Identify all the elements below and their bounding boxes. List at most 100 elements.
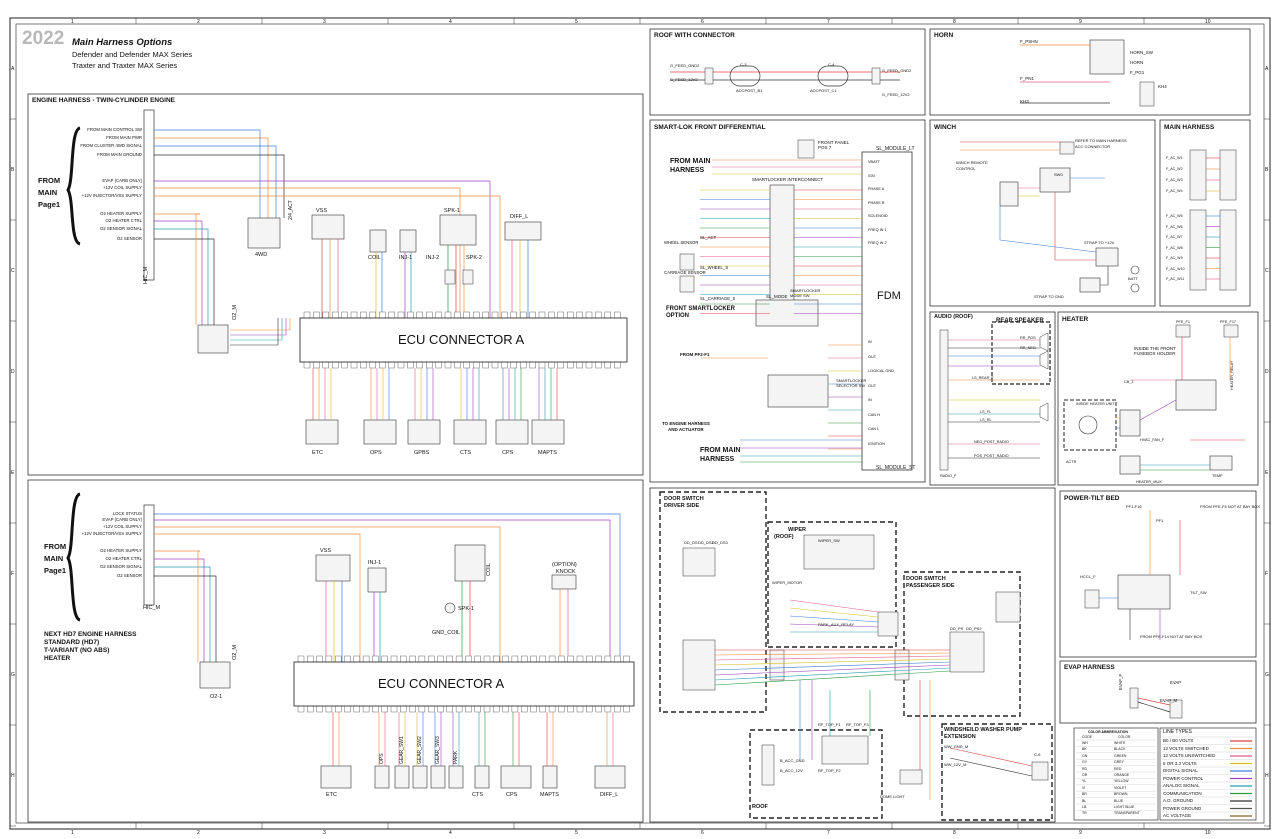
washer-title-1: WINDSHEILD WASHER PUMP xyxy=(944,727,1022,733)
main-harness-label: F_AC_W5 xyxy=(1166,214,1183,218)
sl-selector-1: SMARTLOCKER xyxy=(790,288,821,293)
sl-option-2: OPTION xyxy=(666,313,690,319)
heater-note-1: INSIDE THE FRONT xyxy=(1134,346,1176,351)
smartlok-right-label: PHASE B xyxy=(868,200,885,205)
grid-col-label: 8 xyxy=(953,830,956,836)
comp-vss xyxy=(311,214,345,240)
smartlok-left-label: SL_ACT xyxy=(700,235,717,240)
color-table-frame xyxy=(1073,727,1159,821)
twin-bottom-components xyxy=(305,368,565,445)
smartlok-from-main: FROM MAIN HARNESS xyxy=(670,158,711,174)
grid-ticks xyxy=(10,18,1271,829)
twin-from-main-3: Page1 xyxy=(38,200,61,209)
heater-wires xyxy=(1078,324,1245,471)
twin-component-label: VSS xyxy=(316,208,328,214)
twin-input-label: O2 HEATER CTRL xyxy=(105,218,142,223)
line-type-label: B0 / B0 VOLTS xyxy=(1163,738,1194,743)
panel-roof-connector xyxy=(649,28,926,116)
grid-row-label: B xyxy=(1265,166,1269,173)
evap-label: EVAP_M xyxy=(1160,698,1178,703)
twin-bottom-label: OPS xyxy=(370,450,382,456)
hd7-input-wires xyxy=(154,513,621,662)
smartlok-right-label: VBATT xyxy=(868,160,880,164)
line-type-label: 12 VOLTS UNSWITCHED xyxy=(1163,753,1216,758)
winch-label: WINCH REMOTE xyxy=(956,160,988,165)
twin-vertical-wires xyxy=(303,239,621,369)
twin-from-main-2: MAIN xyxy=(38,188,58,197)
main-harness-label: F_AC_W2 xyxy=(1166,167,1183,171)
main-harness-label: F_AC_W3 xyxy=(1166,178,1183,182)
color-code: GN xyxy=(1082,753,1088,758)
evap-label: EVAP_F xyxy=(1118,673,1123,690)
roof-bottom-title: ROOF xyxy=(752,804,768,810)
heater-label: HEATER_RELAY xyxy=(1230,360,1234,390)
hd7-component-label: O2-1 xyxy=(210,694,223,700)
hd7-component-label: KNOCK xyxy=(556,569,576,575)
roof-connector-label: G_FEED_GND2 xyxy=(670,63,700,68)
lower-middle-label: WIPER_MOTOR xyxy=(772,580,803,585)
washer-title-2: EXTENSION xyxy=(944,734,976,740)
heater-label: HEATER_MUX xyxy=(1136,480,1162,484)
hd7-component-label: (OPTION) xyxy=(552,562,577,568)
grid-col-label: 8 xyxy=(953,19,956,25)
color-name: LIGHT BLUE xyxy=(1114,805,1135,809)
winch-wires xyxy=(960,141,1140,293)
twin-input-label: O2 SENSOR SIGNAL xyxy=(99,226,142,231)
carriage-sensor xyxy=(679,275,695,293)
grid-row-label: F xyxy=(1265,570,1269,577)
hd7-bottom-label: CPS xyxy=(506,792,518,798)
wiper-title-1: WIPER xyxy=(788,527,807,533)
smartlok-wires xyxy=(700,159,862,463)
wiper-title-2: (ROOF) xyxy=(774,534,794,540)
comp-coil xyxy=(439,214,477,246)
color-name: TRANSPARENT xyxy=(1114,811,1140,816)
smartlok-right-label: FREQ IN 1 xyxy=(868,227,887,232)
lower-middle-label: WW_GND_M xyxy=(944,744,969,749)
hd7-bottom-label: OPS xyxy=(379,753,385,764)
twin-input-label: EVAP (CARB ONLY) xyxy=(102,178,142,183)
color-table-code: CODE xyxy=(1082,735,1093,739)
hd7-note-1: NEXT HD7 ENGINE HARNESS xyxy=(44,631,137,638)
lower-middle-label: RF_TOP_F1 xyxy=(818,722,841,727)
smartlok-left-label: SL_WHEEL_S xyxy=(700,265,729,270)
lower-middle-label: C-6 xyxy=(1034,752,1041,757)
smartlok-right-label: LOGICAL GND xyxy=(868,369,894,373)
evap-title: EVAP HARNESS xyxy=(1064,664,1115,671)
grid-col-label: 2 xyxy=(197,830,200,836)
grid-col-label: 9 xyxy=(1079,830,1082,836)
lower-middle-wires xyxy=(682,534,1049,800)
audio-label: NEG_POST_RADIO xyxy=(974,440,1009,444)
main-harness-label: F_AC_W11 xyxy=(1166,277,1185,281)
lower-middle-label: B_ACC_GND xyxy=(780,758,805,763)
mode-sw xyxy=(755,299,819,327)
color-code: LB xyxy=(1082,805,1087,809)
twin-bottom-label: GPBS xyxy=(414,450,430,456)
lower-middle-label: DD_DS2 xyxy=(698,540,714,545)
lower-middle-label: RF_TOP_F2 xyxy=(818,768,841,773)
lower-middle-label: B_ACC_12V xyxy=(780,768,803,773)
panel-heater xyxy=(1057,311,1259,486)
hd7-bottom-label: ETC xyxy=(326,792,337,798)
color-table-color: COLOR xyxy=(1118,735,1131,739)
panel-tilt-bed xyxy=(1059,490,1257,658)
smartlok-right-label: IN xyxy=(868,340,872,344)
sl-from-pf2: FROM PF2-F1 xyxy=(680,352,710,357)
lower-middle-label: DD_PS2 xyxy=(966,626,982,631)
grid-col-label: 5 xyxy=(575,19,578,25)
hd7-bottom-components xyxy=(320,712,626,789)
tilt-wires xyxy=(1099,510,1181,640)
smartlok-left-label: WHEEL SENSOR xyxy=(664,240,699,245)
comp-inj1-hd7 xyxy=(367,567,387,593)
brace-hd7 xyxy=(66,492,81,622)
roof-connector-label: ACCPOST_B1 xyxy=(736,88,763,93)
color-name: RED xyxy=(1114,766,1122,771)
hd7-bottom-label: GEAR_SW3 xyxy=(435,736,441,764)
hd7-input-label: O2 SENSOR SIGNAL xyxy=(99,564,142,569)
lower-middle-label: DD_PS xyxy=(950,626,964,631)
o2-connector xyxy=(197,324,229,354)
roof-connector-label: C-3 xyxy=(740,62,747,67)
panel-smartlok xyxy=(649,119,926,483)
twin-component-label: INJ-1 xyxy=(399,255,413,261)
hic-m-connector xyxy=(143,109,155,281)
